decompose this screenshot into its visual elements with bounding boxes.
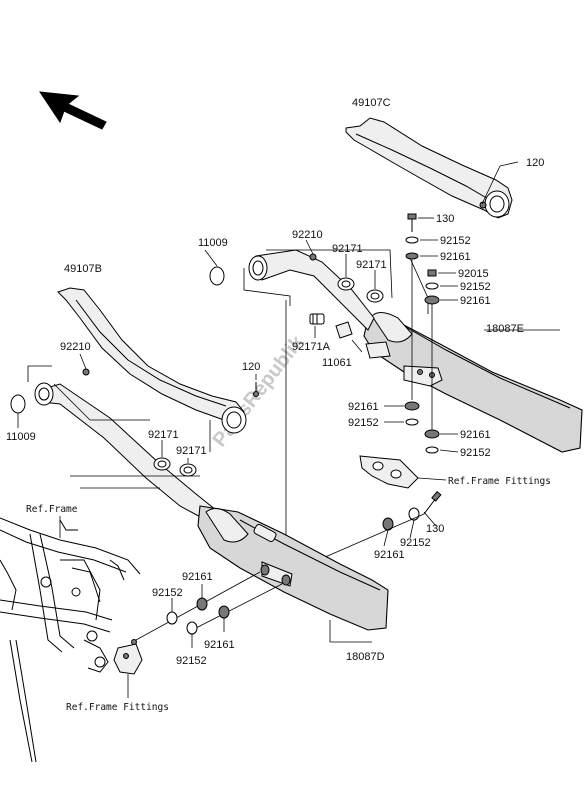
washer-92152-f — [166, 611, 178, 625]
gasket-11009-lower — [10, 394, 26, 414]
label-92161-e: 92161 — [374, 549, 405, 561]
label-92152-c: 92152 — [348, 417, 379, 429]
label-92210-lower: 92210 — [60, 341, 91, 353]
label-92152-b: 92152 — [460, 281, 491, 293]
washer-92152-d — [425, 446, 439, 454]
label-18087E: 18087E — [486, 323, 524, 335]
muffler-18087D — [197, 505, 389, 631]
label-92161-g: 92161 — [204, 639, 235, 651]
muffler-bracket-lower — [260, 561, 293, 587]
label-18087D: 18087D — [346, 651, 385, 663]
washer-92152-a — [405, 236, 419, 244]
label-92152-g: 92152 — [176, 655, 207, 667]
washer-92161-d — [424, 429, 440, 439]
motorcycle-frame — [0, 517, 141, 763]
gasket-11061 — [335, 321, 391, 359]
gasket-11009-upper — [209, 266, 225, 286]
bolt-130-lower — [423, 490, 442, 515]
bolt-120-lower — [253, 382, 259, 397]
heat-guard-49107B — [57, 287, 247, 434]
holder-92210-lower — [82, 368, 90, 376]
label-120-upper: 120 — [526, 157, 544, 169]
label-92161-d: 92161 — [460, 429, 491, 441]
clamp-92171-c — [153, 457, 171, 471]
washer-92152-g — [186, 621, 198, 635]
washer-92161-b — [424, 295, 440, 305]
label-49107C: 49107C — [352, 97, 391, 109]
label-92171A: 92171A — [292, 341, 331, 353]
washer-92161-c — [404, 401, 420, 411]
label-49107B: 49107B — [64, 263, 102, 275]
label-92171-b: 92171 — [356, 259, 387, 271]
bolt-130-upper — [407, 213, 417, 232]
clamp-92171-b — [366, 289, 384, 303]
label-ref-frame-fittings-right: Ref.Frame Fittings — [448, 476, 551, 487]
label-92152-d: 92152 — [460, 447, 491, 459]
label-92161-c: 92161 — [348, 401, 379, 413]
clamp-92171A — [309, 313, 325, 325]
holder-92210-upper — [309, 253, 317, 261]
label-92015: 92015 — [458, 268, 489, 280]
nut-92015 — [427, 269, 437, 277]
clamp-92171-a — [337, 277, 355, 291]
label-92171-c: 92171 — [148, 429, 179, 441]
washer-92152-b — [425, 282, 439, 290]
label-11009-lower: 11009 — [6, 431, 36, 443]
label-92152-a: 92152 — [440, 235, 471, 247]
label-11061: 11061 — [322, 357, 352, 369]
label-92161-a: 92161 — [440, 251, 471, 263]
label-130-upper: 130 — [436, 213, 454, 225]
label-ref-frame-fittings-left: Ref.Frame Fittings — [66, 702, 169, 713]
label-11009-upper: 11009 — [198, 237, 228, 249]
label-130-lower: 130 — [426, 523, 444, 535]
label-92210-upper: 92210 — [292, 229, 323, 241]
frame-fitting-bracket-left — [113, 639, 143, 675]
label-ref-frame: Ref.Frame — [26, 504, 78, 515]
frame-fitting-bracket-right — [359, 455, 419, 489]
muffler-18087E — [363, 312, 583, 453]
label-120-lower: 120 — [242, 361, 260, 373]
clamp-92171-d — [179, 463, 197, 477]
label-92152-e: 92152 — [400, 537, 431, 549]
label-92171-a: 92171 — [332, 243, 363, 255]
front-direction-arrow-icon — [38, 91, 107, 130]
washer-92152-c — [405, 418, 419, 426]
label-92152-f: 92152 — [152, 587, 183, 599]
label-92171-d: 92171 — [176, 445, 207, 457]
heat-guard-49107C — [345, 117, 513, 219]
label-92161-f: 92161 — [182, 571, 213, 583]
label-92161-b: 92161 — [460, 295, 491, 307]
muffler-bracket-upper — [403, 365, 443, 387]
washer-92161-a — [405, 252, 419, 260]
washer-92161-g — [218, 605, 230, 619]
washer-92161-f — [196, 597, 208, 611]
